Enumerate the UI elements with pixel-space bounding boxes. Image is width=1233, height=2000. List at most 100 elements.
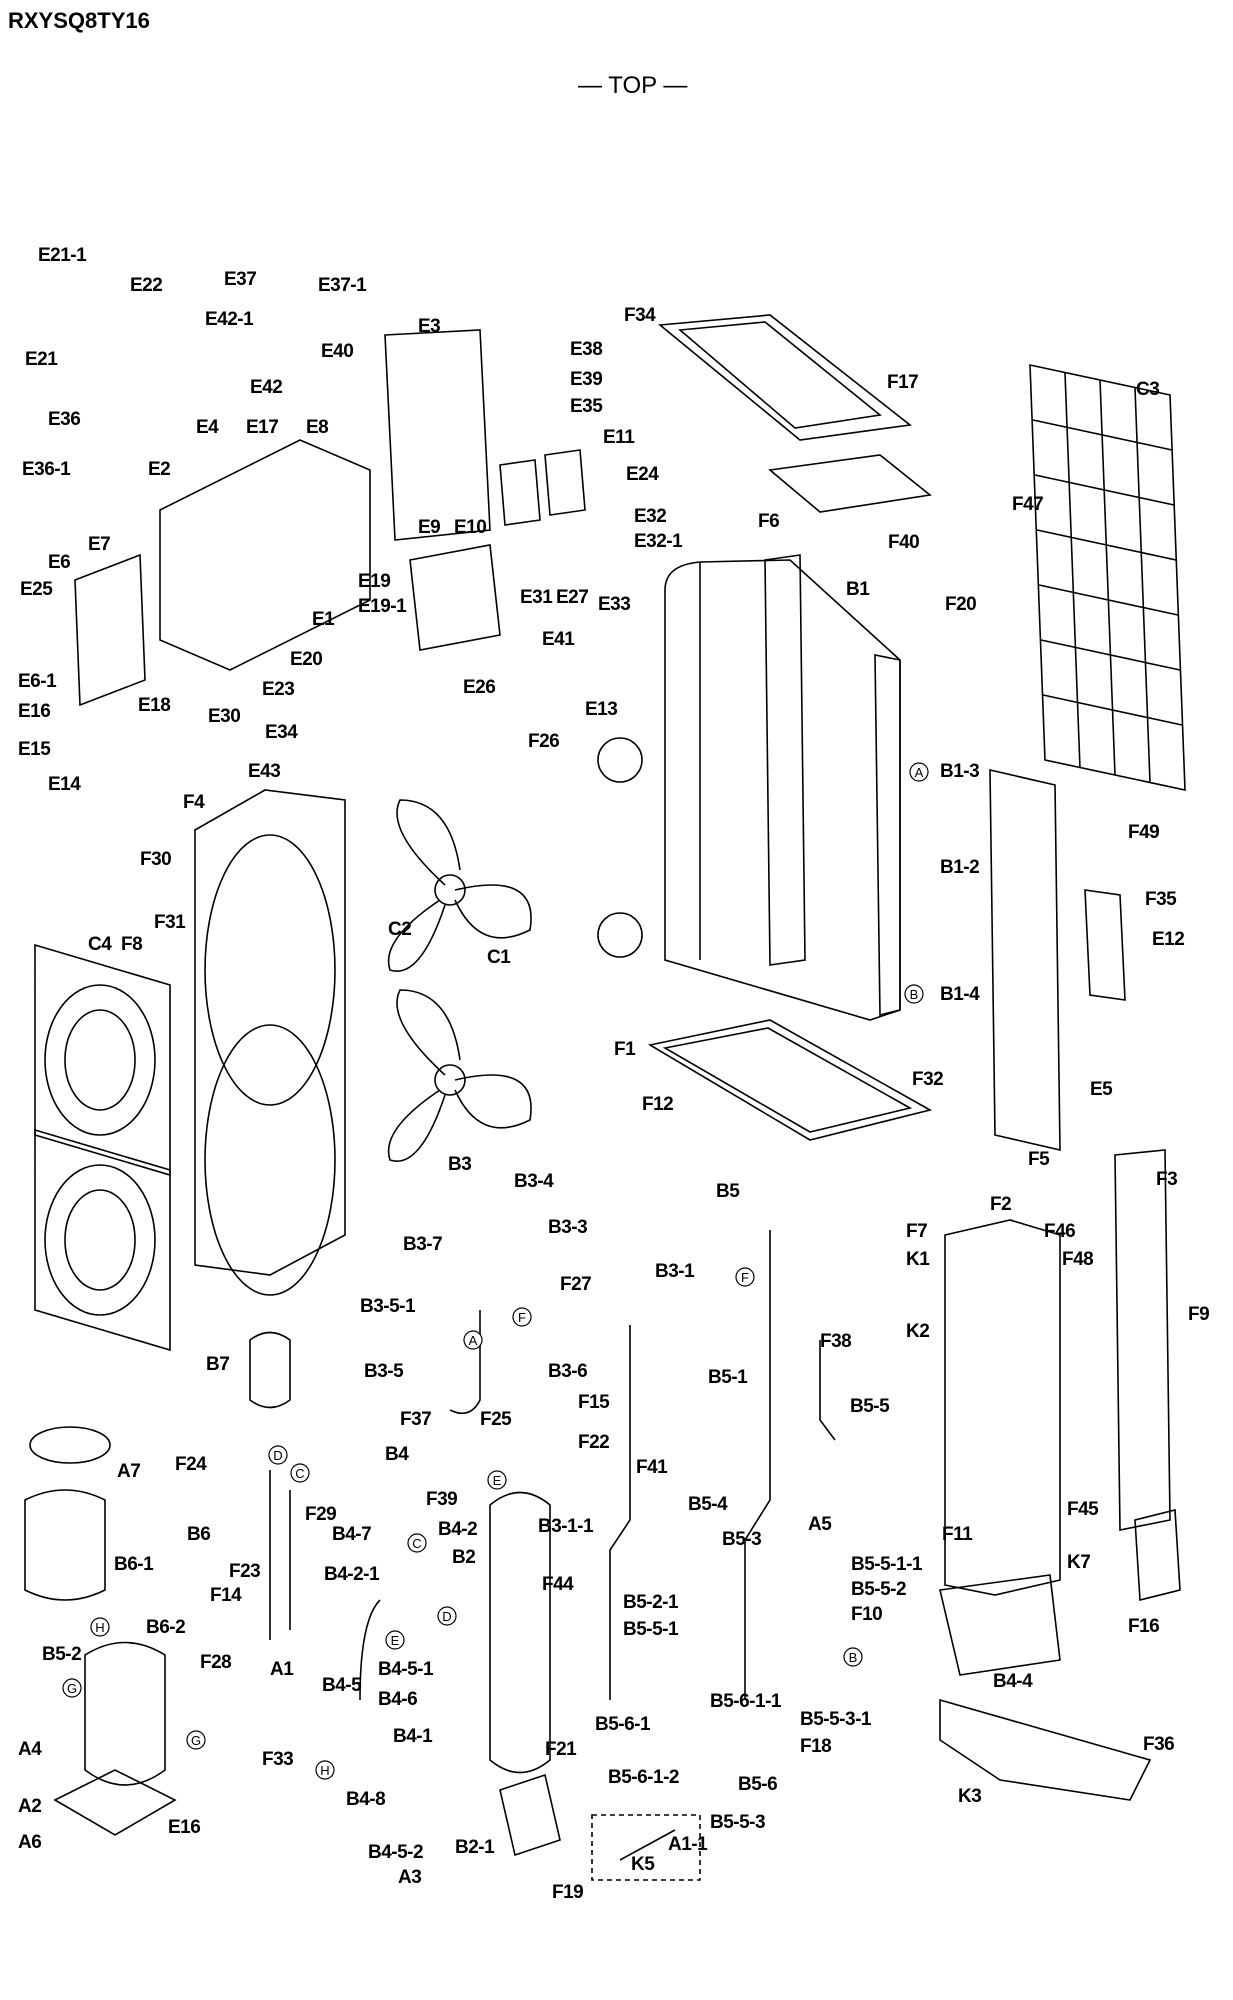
callout-label: B2 (452, 1547, 476, 1568)
callout-label: F23 (229, 1561, 261, 1582)
callout-label: E23 (262, 679, 295, 700)
callout-label: A5 (808, 1514, 832, 1535)
callout-label: K7 (1067, 1552, 1091, 1573)
callout-label: E4 (196, 417, 219, 438)
callout-label: B5-5 (850, 1396, 890, 1417)
callout-label: E21 (25, 349, 58, 370)
callout-label: F18 (800, 1736, 832, 1757)
callout-label: B3-6 (548, 1361, 588, 1382)
callout-label: F21 (545, 1739, 577, 1760)
callout-label: B3-5 (364, 1361, 404, 1382)
callout-label: E3 (418, 316, 441, 337)
callout-label: E43 (248, 761, 281, 782)
callout-label: K3 (958, 1786, 982, 1807)
callout-label: B5-5-1 (623, 1619, 679, 1640)
callout-label: F27 (560, 1274, 592, 1295)
callout-label: F40 (888, 532, 920, 553)
callout-label: K5 (631, 1854, 655, 1875)
callout-label: E7 (88, 534, 111, 555)
callout-label: F11 (942, 1524, 973, 1545)
callout-label: F24 (175, 1454, 207, 1475)
callout-label: B1-2 (940, 857, 980, 878)
fan-motor-drawing (597, 737, 643, 958)
callout-label: F25 (480, 1409, 512, 1430)
callout-label: F17 (887, 372, 919, 393)
callout-label: B2-1 (455, 1837, 495, 1858)
callout-label: F38 (820, 1331, 852, 1352)
callout-label: F36 (1143, 1734, 1175, 1755)
callout-label: E12 (1152, 929, 1185, 950)
callout-label: E36 (48, 409, 81, 430)
callout-label: E6-1 (18, 671, 57, 692)
callout-label: B1 (846, 579, 870, 600)
callout-label: F45 (1067, 1499, 1099, 1520)
callout-label: B4 (385, 1444, 409, 1465)
callout-label: F46 (1044, 1221, 1076, 1242)
heat-exchanger-drawing (664, 554, 901, 1021)
callout-label: C2 (388, 919, 412, 940)
callout-label: E2 (148, 459, 171, 480)
callout-label: F19 (552, 1882, 584, 1903)
callout-label: A2 (18, 1796, 42, 1817)
callout-label: B4-6 (378, 1689, 418, 1710)
callout-label: F10 (851, 1604, 883, 1625)
callout-label: E24 (626, 464, 659, 485)
callout-label: B1-4 (940, 984, 980, 1005)
callout-label: E32 (634, 506, 667, 527)
callout-label: B5-5-1-1 (851, 1554, 922, 1575)
callout-label: F30 (140, 849, 172, 870)
callout-label: C1 (487, 947, 511, 968)
callout-label: B4-2 (438, 1519, 478, 1540)
callout-label: F33 (262, 1749, 294, 1770)
callout-label: E18 (138, 695, 171, 716)
callout-label: F8 (121, 934, 143, 955)
callout-label: F3 (1156, 1169, 1178, 1190)
callout-label: F2 (990, 1194, 1012, 1215)
callout-label: F26 (528, 731, 560, 752)
callout-label: F4 (183, 792, 205, 813)
model-title: RXYSQ8TY16 (8, 8, 150, 33)
accumulator-drawing (489, 1491, 561, 1857)
callout-label: B1-3 (940, 761, 980, 782)
callout-label: E6 (48, 552, 71, 573)
callout-label: C3 (1136, 379, 1160, 400)
callout-label: E42-1 (205, 309, 254, 330)
callout-label: F1 (614, 1039, 636, 1060)
callout-label: A4 (18, 1739, 42, 1760)
callout-label: B5-6-1 (595, 1714, 651, 1735)
callout-label: F5 (1028, 1149, 1050, 1170)
callout-label: F28 (200, 1652, 232, 1673)
callout-label: B3-5-1 (360, 1296, 416, 1317)
callout-label: F20 (945, 594, 977, 615)
callout-label: E42 (250, 377, 283, 398)
callout-label: F16 (1128, 1616, 1160, 1637)
top-panel-drawing (657, 314, 932, 513)
callout-label: E20 (290, 649, 323, 670)
callout-label: E25 (20, 579, 53, 600)
callout-label: E1 (312, 609, 335, 630)
accessory-box-drawing (591, 1814, 701, 1881)
callout-label: F12 (642, 1094, 674, 1115)
callout-label: F22 (578, 1432, 610, 1453)
callout-label: F35 (1145, 889, 1177, 910)
callout-label: F31 (154, 912, 186, 933)
front-panel-drawing (939, 1149, 1171, 1676)
callout-label: B3-1-1 (538, 1516, 594, 1537)
callout-label: B6-1 (114, 1554, 154, 1575)
callout-label: E41 (542, 629, 575, 650)
callout-label: E22 (130, 275, 163, 296)
callout-label: E21-1 (38, 245, 87, 266)
callout-label: F49 (1128, 822, 1160, 843)
callout-label: E16 (168, 1817, 201, 1838)
callout-label: B4-8 (346, 1789, 386, 1810)
callout-label: A7 (117, 1461, 141, 1482)
receiver-drawing (249, 1331, 291, 1409)
callout-label: F29 (305, 1504, 337, 1525)
callout-label: E33 (598, 594, 631, 615)
callout-label: B5-5-3 (710, 1812, 766, 1833)
callout-label: B4-5 (322, 1675, 362, 1696)
callout-label: F34 (624, 305, 656, 326)
callout-label: E14 (48, 774, 81, 795)
rear-grille-drawing (1029, 364, 1186, 791)
